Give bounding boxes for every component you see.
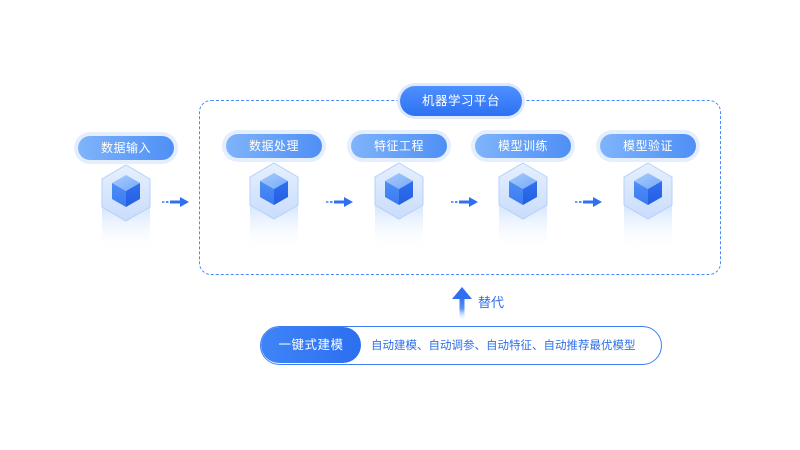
- oneclick-modeling-bar: 一键式建模 自动建模、自动调参、自动特征、自动推荐最优模型: [260, 326, 662, 365]
- arrow-right-icon: [162, 196, 190, 208]
- step-label-data-input: 数据输入: [78, 136, 174, 160]
- arrow-right-icon: [575, 196, 603, 208]
- step-label-feature-engineering: 特征工程: [351, 134, 447, 158]
- platform-title: 机器学习平台: [400, 86, 522, 116]
- oneclick-modeling-tag: 一键式建模: [261, 327, 361, 363]
- arrow-up-icon: [452, 287, 472, 325]
- replace-label: 替代: [478, 296, 505, 311]
- oneclick-modeling-description: 自动建模、自动调参、自动特征、自动推荐最优模型: [371, 338, 636, 352]
- step-label-model-training: 模型训练: [475, 134, 571, 158]
- arrow-right-icon: [326, 196, 354, 208]
- arrow-right-icon: [451, 196, 479, 208]
- cube-icon: [495, 161, 551, 251]
- cube-icon: [371, 161, 427, 251]
- cube-icon: [620, 161, 676, 251]
- cube-icon: [246, 161, 302, 251]
- step-label-model-validation: 模型验证: [600, 134, 696, 158]
- step-label-data-processing: 数据处理: [226, 134, 322, 158]
- cube-icon: [98, 163, 154, 253]
